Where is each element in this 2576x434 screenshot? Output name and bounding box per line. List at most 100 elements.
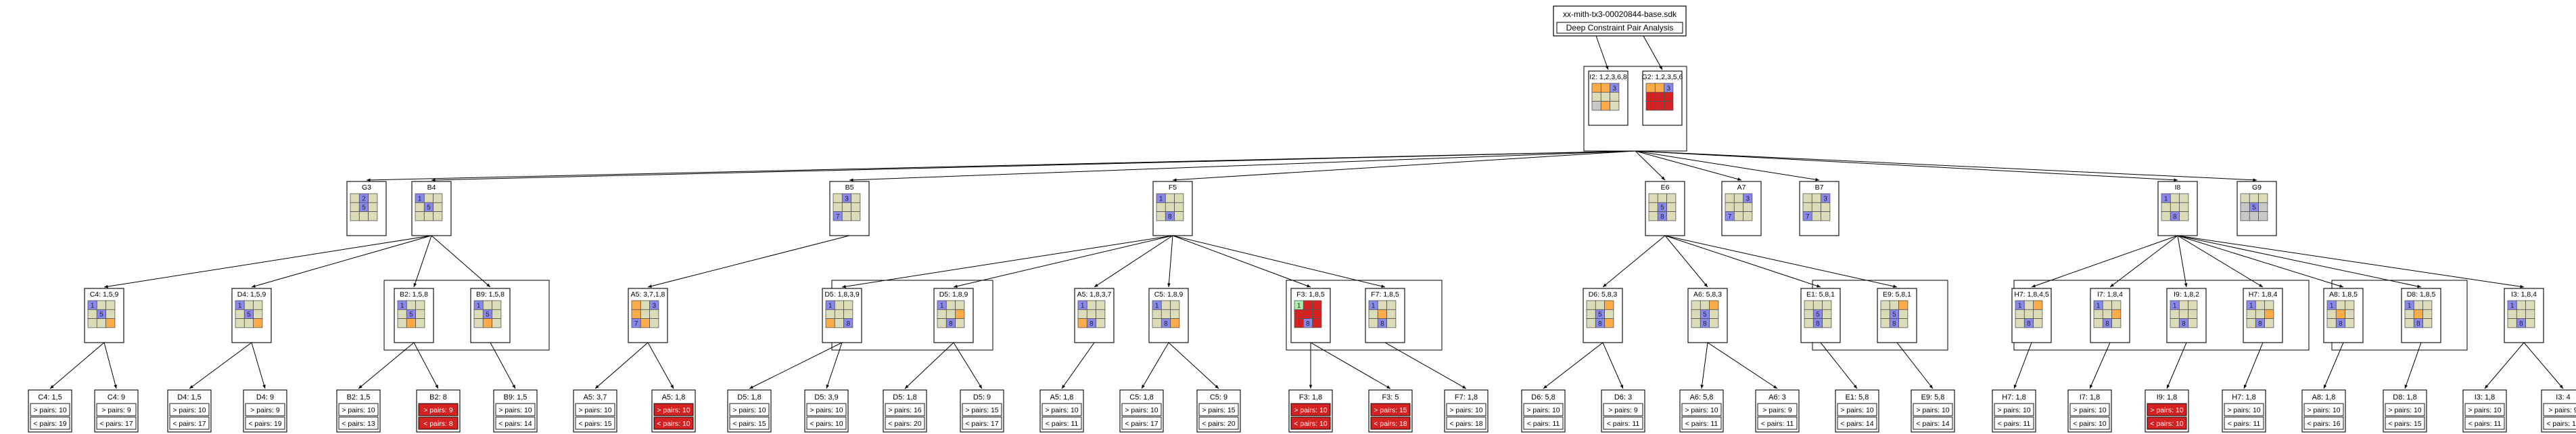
grid-cell <box>1174 202 1184 212</box>
cell-digit: 5 <box>2252 204 2256 212</box>
leaf-node: I7: 1,8> pairs: 10< pairs: 10 <box>2067 389 2112 433</box>
edge-arrowhead <box>2167 385 2170 389</box>
grid-cell <box>1303 309 1313 319</box>
grid-cell <box>833 193 843 203</box>
leaf-pairs-greater: > pairs: 10 <box>1125 406 1158 414</box>
grid-cell <box>358 211 369 221</box>
grid-cell <box>640 309 650 319</box>
grid-cell <box>350 202 360 212</box>
tree-edge <box>2484 342 2525 389</box>
grid-cell <box>2093 309 2103 319</box>
grid-cell <box>1377 309 1388 319</box>
edge-arrowhead <box>252 284 256 288</box>
grid-cell <box>2249 193 2259 203</box>
leaf-node: A6: 5,8> pairs: 10< pairs: 11 <box>1679 389 1724 433</box>
grid-cell <box>834 300 845 310</box>
leaf-node: I9: 1,8> pairs: 10< pairs: 10 <box>2145 389 2189 433</box>
grid-cell <box>106 300 116 310</box>
grid-cell <box>415 202 425 212</box>
leaf-label: C4: 9 <box>108 393 125 402</box>
cell-digit: 7 <box>836 213 840 221</box>
tree-edge <box>2404 342 2422 389</box>
leaf-label: D5: 9 <box>973 393 991 402</box>
tree-edge <box>1543 342 1603 389</box>
grid-cell <box>1600 91 1611 102</box>
leaf-pairs-less: < pairs: 14 <box>498 420 532 428</box>
leaf-node: A5: 1,8> pairs: 10< pairs: 11 <box>1039 389 1084 433</box>
grid-cell <box>1700 300 1710 310</box>
tree-edge <box>1595 35 1609 70</box>
grid-cell <box>1811 211 1822 221</box>
grid-cell <box>1096 309 1106 319</box>
edge-arrowhead <box>1062 385 1066 389</box>
grid-cell <box>415 309 425 319</box>
pair-node: B9: 1,5,815 <box>470 288 511 343</box>
tree-edge <box>904 342 954 389</box>
grid-cell <box>1802 202 1812 212</box>
leaf-pairs-greater: > pairs: 10 <box>342 406 375 414</box>
grid-cell <box>1666 202 1677 212</box>
edge-arrowhead <box>2259 284 2263 287</box>
pair-node: C5: 1,8,918 <box>1148 288 1189 343</box>
leaf-pairs-greater: > pairs: 9 <box>423 406 453 414</box>
grid-cell <box>1822 309 1832 319</box>
grid-cell <box>1170 309 1180 319</box>
leaf-label: A6: 5,8 <box>1690 393 1714 402</box>
tree-edge <box>1602 235 1666 288</box>
cell-digit: 7 <box>634 320 638 328</box>
leaf-node: C4: 9> pairs: 9< pairs: 17 <box>94 389 139 433</box>
leaf-label: F7: 1,8 <box>1455 393 1478 402</box>
header-subtitle: Deep Constraint Pair Analysis <box>1566 23 1674 32</box>
grid-cell <box>2422 300 2433 310</box>
edge-arrowhead <box>2013 385 2017 389</box>
grid-cell <box>1648 211 1658 221</box>
leaf-pairs-less: < pairs: 17 <box>965 420 998 428</box>
grid-cell <box>1648 193 1658 203</box>
edge-arrowhead <box>1386 385 1390 389</box>
cell-digit: 8 <box>2105 320 2109 328</box>
cell-digit: 8 <box>1703 320 1707 328</box>
grid-cell <box>1165 193 1175 203</box>
edge-arrowhead <box>2032 284 2036 288</box>
header-node: xx-mith-tx3-00020844-base.sdk Deep Const… <box>1553 5 1687 37</box>
edge-arrowhead <box>1309 385 1313 389</box>
edge-arrowhead <box>1817 284 1821 288</box>
leaf-node: F7: 1,8> pairs: 10< pairs: 18 <box>1444 389 1489 433</box>
node-label: A5: 1,8,3,7 <box>1077 290 1112 299</box>
grid-cell <box>1303 300 1313 310</box>
grid-cell <box>492 300 502 310</box>
tree-edge <box>1635 150 1666 181</box>
grid-cell <box>2525 318 2535 328</box>
leaf-label: I3: 4 <box>2556 393 2570 402</box>
leaf-pairs-less: < pairs: 10 <box>810 420 843 428</box>
leaf-node: C5: 1,8> pairs: 10< pairs: 17 <box>1119 389 1164 433</box>
edge-arrowhead <box>1704 283 1708 287</box>
tree-edge <box>2031 235 2178 288</box>
grid-cell <box>1610 91 1620 102</box>
grid-cell <box>1691 300 1701 310</box>
leaf-pairs-less: < pairs: 10 <box>1294 420 1327 428</box>
tree-edge <box>953 235 1173 288</box>
grid-cell <box>2015 318 2025 328</box>
leaf-pairs-less: < pairs: 11 <box>1607 420 1640 428</box>
grid-cell <box>406 318 416 328</box>
edge-arrowhead <box>50 385 54 389</box>
leaf-pairs-less: < pairs: 17 <box>1125 420 1158 428</box>
leaf-pairs-greater: > pairs: 10 <box>2073 406 2106 414</box>
grid-cell <box>1898 318 1908 328</box>
grid-cell <box>937 309 947 319</box>
tree-edge <box>1602 342 1624 389</box>
node-label: D5: 1,8,3,9 <box>824 290 860 299</box>
leaf-node: D4: 9> pairs: 9< pairs: 19 <box>243 389 287 433</box>
cell-digit: 3 <box>652 302 656 309</box>
grid-cell <box>1645 91 1656 102</box>
grid-cell <box>1610 101 1620 111</box>
tree-edge <box>1384 342 1467 389</box>
leaf-label: I9: 1,8 <box>2157 393 2178 402</box>
tree-edge <box>953 342 983 389</box>
leaf-pairs-less: < pairs: 19 <box>33 420 66 428</box>
tree-edge <box>1820 342 1858 389</box>
leaf-label: C5: 9 <box>1210 393 1227 402</box>
